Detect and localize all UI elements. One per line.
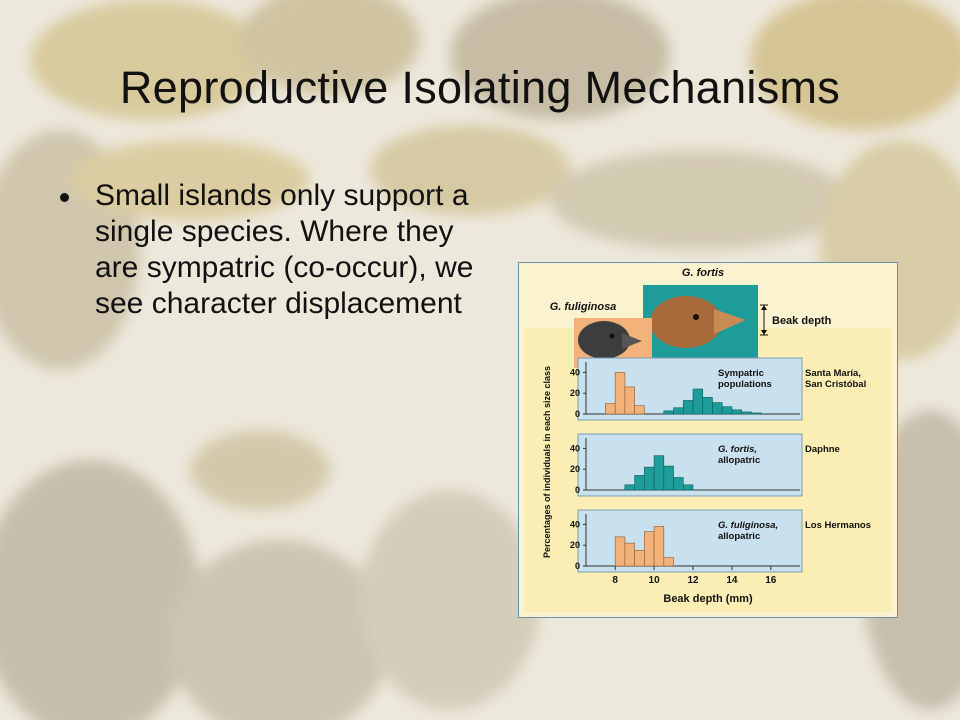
histogram-bar	[624, 484, 635, 491]
histogram-bar	[682, 484, 694, 491]
histogram-bar	[644, 531, 655, 567]
fuliginosa-head-icon	[578, 321, 642, 359]
histogram-bar	[653, 526, 665, 567]
histogram-bar	[673, 477, 684, 491]
histogram-bar	[634, 550, 645, 567]
y-tick-label: 20	[570, 540, 580, 550]
slide-title: Reproductive Isolating Mechanisms	[119, 62, 841, 113]
bullet-list: Small islands only support a single spec…	[60, 178, 510, 322]
y-tick-label: 40	[570, 367, 580, 377]
panel-label: G. fuliginosa,	[718, 520, 778, 531]
y-tick-label: 20	[570, 464, 580, 474]
y-tick-label: 0	[575, 561, 580, 571]
x-tick-label: 12	[687, 575, 699, 586]
y-tick-label: 40	[570, 519, 580, 529]
histogram-bar	[624, 386, 635, 415]
x-tick-label: 8	[612, 575, 618, 586]
histogram-bar	[692, 388, 704, 415]
histogram-bar	[653, 455, 665, 491]
fortis-label: G. fortis	[682, 267, 724, 279]
histogram-bar	[712, 402, 723, 415]
histogram-bar	[614, 372, 626, 415]
x-tick-label: 10	[649, 575, 661, 586]
panel-label: populations	[718, 379, 772, 390]
x-tick-label: 14	[726, 575, 738, 586]
y-tick-label: 0	[575, 485, 580, 495]
histogram-bar	[634, 475, 645, 491]
histogram-bar	[624, 542, 635, 567]
x-axis-label: Beak depth (mm)	[663, 593, 753, 605]
bullet-icon	[60, 193, 69, 202]
histogram-bar	[741, 411, 752, 415]
histogram-bar	[721, 406, 733, 415]
histogram-bar	[634, 405, 645, 415]
histogram-bar	[663, 465, 674, 491]
location-label: Los Hermanos	[805, 520, 871, 531]
y-tick-label: 20	[570, 388, 580, 398]
panel-label: Sympatric	[718, 368, 764, 379]
histogram-bar	[663, 410, 674, 415]
histogram-bar	[751, 412, 762, 415]
beak-depth-marker	[760, 304, 768, 336]
histogram-bar	[731, 409, 742, 415]
location-label: Daphne	[805, 444, 840, 455]
histogram-bar	[702, 397, 713, 415]
histogram-bar	[673, 407, 684, 415]
histogram-bar	[644, 466, 655, 491]
beak-depth-label: Beak depth	[772, 315, 832, 327]
y-axis-label: Percentages of individuals in each size …	[542, 366, 552, 558]
histogram-bar	[663, 557, 674, 567]
x-tick-label: 16	[765, 575, 777, 586]
panel-label: G. fortis,	[718, 444, 757, 455]
location-label: Santa María,	[805, 368, 861, 379]
finch-beak-figure: G. fortis G. fuliginosa Beak depth 0 20 40…	[518, 262, 898, 618]
location-label: San Cristóbal	[805, 379, 866, 390]
bullet-item: Small islands only support a single spec…	[60, 178, 510, 322]
histogram-bar	[614, 536, 626, 567]
fortis-head-icon	[650, 296, 746, 348]
histogram-bar	[605, 403, 616, 415]
panel-label: allopatric	[718, 531, 760, 542]
y-tick-label: 0	[575, 409, 580, 419]
y-tick-label: 40	[570, 443, 580, 453]
bullet-text: Small islands only support a single spec…	[95, 179, 474, 320]
fuliginosa-label: G. fuliginosa	[550, 301, 617, 313]
panel-label: allopatric	[718, 455, 760, 466]
histogram-bar	[682, 400, 694, 415]
